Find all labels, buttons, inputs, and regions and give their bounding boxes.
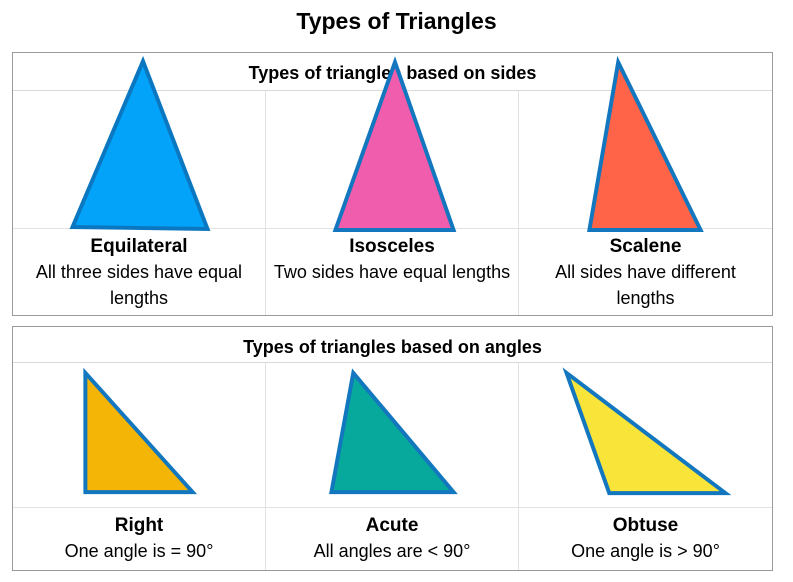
- isosceles-figure-cell: [266, 56, 519, 232]
- scalene-label-cell: Scalene All sides have different lengths: [519, 229, 772, 315]
- right-label-cell: Right One angle is = 90°: [13, 508, 266, 570]
- angles-section-header: Types of triangles based on angles: [13, 327, 772, 363]
- right-description: One angle is = 90°: [64, 541, 214, 561]
- scalene-name: Scalene: [609, 236, 682, 257]
- scalene-figure-cell: [519, 55, 772, 232]
- sides-section: Types of triangles based on sides Equila…: [12, 52, 773, 316]
- equilateral-label-cell: Equilateral All three sides have equal l…: [13, 229, 266, 315]
- equilateral-figure-cell: [13, 55, 266, 232]
- scalene-triangle-icon: [587, 55, 704, 232]
- acute-description: All angles are < 90°: [313, 541, 471, 561]
- obtuse-name: Obtuse: [612, 515, 679, 536]
- isosceles-description: Two sides have equal lengths: [273, 262, 511, 282]
- obtuse-figure-cell: [519, 363, 772, 508]
- right-name: Right: [114, 515, 164, 536]
- equilateral-triangle-icon: [69, 55, 211, 232]
- isosceles-label-cell: Isosceles Two sides have equal lengths: [266, 229, 519, 315]
- acute-triangle-shape: [329, 368, 458, 495]
- right-triangle-icon: [83, 367, 198, 495]
- acute-name: Acute: [365, 515, 419, 536]
- scalene-triangle-shape: [587, 55, 704, 232]
- acute-figure-cell: [266, 363, 519, 508]
- acute-label-cell: Acute All angles are < 90°: [266, 508, 519, 570]
- angles-section: Types of triangles based on angles Right…: [12, 326, 773, 571]
- isosceles-triangle-shape: [332, 56, 457, 232]
- acute-triangle-icon: [329, 368, 458, 495]
- obtuse-triangle-icon: [562, 367, 732, 496]
- obtuse-description: One angle is > 90°: [571, 541, 720, 561]
- isosceles-triangle-icon: [332, 56, 457, 232]
- equilateral-triangle-shape: [69, 55, 211, 232]
- obtuse-triangle-shape: [562, 367, 732, 496]
- isosceles-name: Isosceles: [349, 236, 435, 257]
- equilateral-description: All three sides have equal lengths: [35, 262, 243, 308]
- equilateral-name: Equilateral: [90, 236, 188, 257]
- page-title: Types of Triangles: [296, 8, 497, 34]
- obtuse-label-cell: Obtuse One angle is > 90°: [519, 508, 772, 570]
- scalene-description: All sides have different lengths: [555, 262, 736, 308]
- right-figure-cell: [13, 363, 266, 508]
- right-triangle-shape: [83, 367, 198, 495]
